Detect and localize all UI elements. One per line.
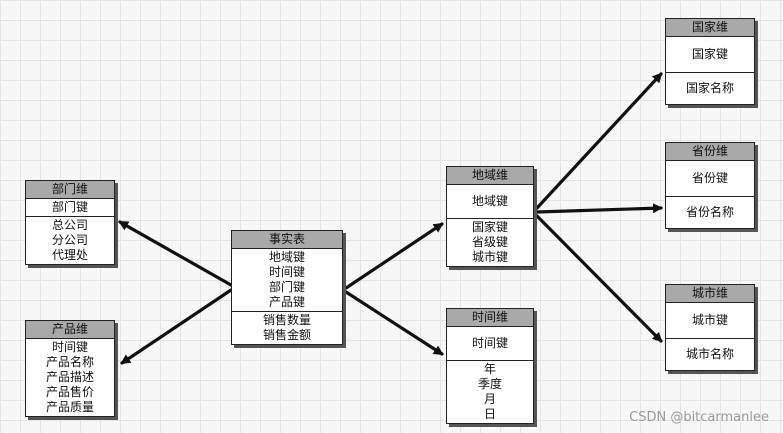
attr-field: 省级键 <box>471 235 508 249</box>
attr-field: 省份名称 <box>685 205 734 219</box>
attr-field: 产品描述 <box>45 370 94 384</box>
attr-field: 月 <box>483 392 496 406</box>
province-dimension-table: 省份维 省份键 省份名称 <box>665 142 755 229</box>
attr-section: 总公司 分公司 代理处 <box>26 217 114 264</box>
attr-field: 年 <box>483 362 496 376</box>
country-dimension-table: 国家维 国家键 国家名称 <box>665 18 755 105</box>
product-dimension-table: 产品维 时间键 产品名称 产品描述 产品售价 产品质量 <box>25 320 115 417</box>
attr-field: 代理处 <box>51 248 88 262</box>
table-title: 国家维 <box>666 19 754 37</box>
key-section: 国家键 <box>666 37 754 72</box>
table-title: 地域维 <box>447 167 533 185</box>
attr-field: 产品名称 <box>45 355 94 369</box>
dept-dimension-table: 部门维 部门键 总公司 分公司 代理处 <box>25 180 115 265</box>
arrow-fact-to-product <box>120 288 233 365</box>
attr-field: 产品售价 <box>45 385 94 399</box>
time-dimension-table: 时间维 时间键 年 季度 月 日 <box>446 308 534 424</box>
attr-field: 城市名称 <box>685 347 734 361</box>
attr-section: 国家名称 <box>666 72 754 104</box>
key-field: 时间键 <box>51 340 88 354</box>
arrow-fact-to-time <box>344 290 444 356</box>
attr-field: 产品质量 <box>45 400 94 414</box>
table-title: 时间维 <box>447 309 533 327</box>
attr-field: 季度 <box>477 377 502 391</box>
key-field: 省份键 <box>691 171 728 185</box>
attr-section: 城市名称 <box>666 338 754 370</box>
key-section: 部门键 <box>26 199 114 217</box>
fact-table: 事实表 地域键 时间键 部门键 产品键 销售数量 销售金额 <box>231 230 343 345</box>
region-dimension-table: 地域维 地域键 国家键 省级键 城市键 <box>446 166 534 267</box>
city-dimension-table: 城市维 城市键 城市名称 <box>665 284 755 371</box>
arrow-region-to-city <box>535 214 663 343</box>
attr-field: 分公司 <box>51 233 88 247</box>
key-field: 部门键 <box>268 280 305 294</box>
key-section: 省份键 <box>666 161 754 196</box>
arrow-region-to-country <box>535 72 663 210</box>
attr-field: 国家键 <box>471 220 508 234</box>
key-field: 地域键 <box>471 194 508 208</box>
table-title: 产品维 <box>26 321 114 339</box>
watermark: CSDN @bitcarmanlee <box>629 410 769 425</box>
attr-field: 日 <box>483 407 496 421</box>
attr-section: 年 季度 月 日 <box>447 360 533 423</box>
table-title: 城市维 <box>666 285 754 303</box>
measure-field: 销售金额 <box>262 328 311 342</box>
arrow-region-to-province <box>535 203 663 214</box>
key-section: 时间键 <box>447 327 533 360</box>
arrow-fact-to-region <box>344 222 444 290</box>
attr-field: 总公司 <box>51 218 88 232</box>
table-title: 省份维 <box>666 143 754 161</box>
key-field: 时间键 <box>471 336 508 350</box>
key-field: 地域键 <box>268 250 305 264</box>
measure-section: 销售数量 销售金额 <box>232 311 342 344</box>
key-field: 产品键 <box>268 295 305 309</box>
attr-field: 国家名称 <box>685 81 734 95</box>
key-field: 时间键 <box>268 265 305 279</box>
key-section: 城市键 <box>666 303 754 338</box>
attr-section: 省份名称 <box>666 196 754 228</box>
key-section: 地域键 时间键 部门键 产品键 <box>232 249 342 311</box>
table-title: 部门维 <box>26 181 114 199</box>
field-section: 时间键 产品名称 产品描述 产品售价 产品质量 <box>26 339 114 416</box>
attr-section: 国家键 省级键 城市键 <box>447 218 533 266</box>
key-field: 国家键 <box>691 47 728 61</box>
measure-field: 销售数量 <box>262 313 311 327</box>
arrow-fact-to-dept <box>118 220 233 287</box>
key-section: 地域键 <box>447 185 533 218</box>
attr-field: 城市键 <box>471 250 508 264</box>
key-field: 部门键 <box>51 200 88 214</box>
table-title: 事实表 <box>232 231 342 249</box>
key-field: 城市键 <box>691 313 728 327</box>
